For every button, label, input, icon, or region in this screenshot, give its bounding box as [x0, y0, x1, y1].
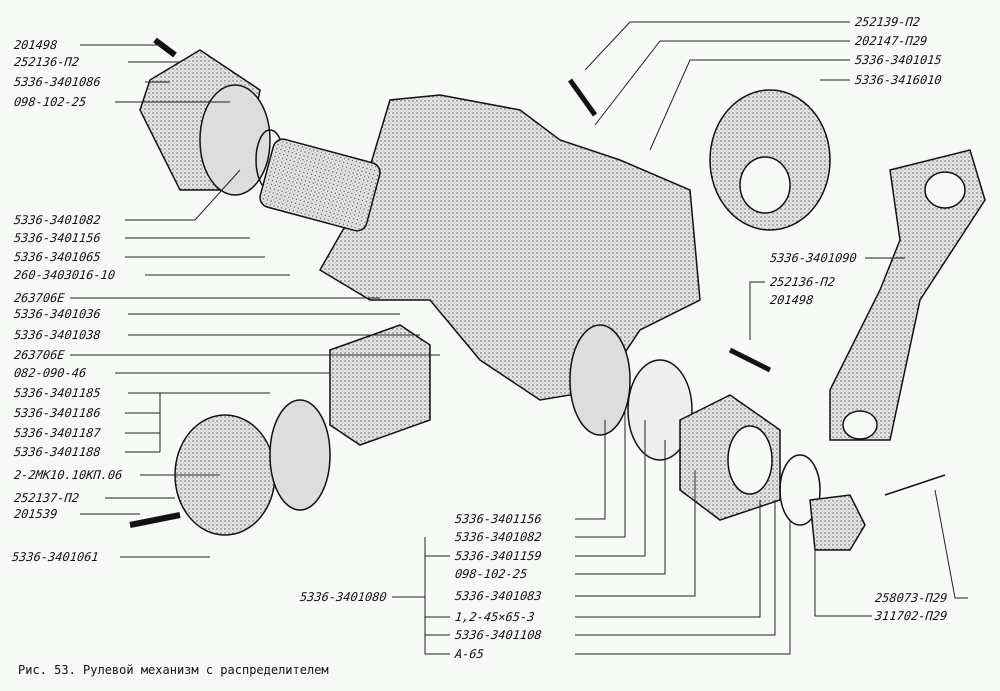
- part-label: 5336-3401061: [11, 550, 100, 564]
- part-label: 201498: [13, 38, 59, 52]
- part-label: 5336-3401065: [13, 250, 102, 264]
- bearing-right: [569, 324, 631, 436]
- part-label: 5336-3401186: [13, 406, 102, 420]
- bearing: [199, 84, 271, 196]
- figure-caption: Рис. 53. Рулевой механизм с распределите…: [18, 663, 329, 677]
- part-label: 201539: [13, 507, 59, 521]
- part-label: 098-102-25: [454, 567, 528, 581]
- part-label: 5336-3401036: [13, 307, 102, 321]
- part-label: 252136-П2: [13, 55, 80, 69]
- part-label: 202147-П29: [854, 34, 928, 48]
- part-label: 2-2МК10.10КП.06: [13, 468, 124, 482]
- part-label: 5336-3401086: [13, 75, 102, 89]
- part-label: 252137-П2: [13, 491, 80, 505]
- bolt: [153, 37, 177, 58]
- part-label: 252139-П2: [854, 15, 921, 29]
- part-label: 263706Е: [13, 348, 66, 362]
- piston-nut: [329, 324, 431, 446]
- bolt: [567, 78, 598, 117]
- part-label: 5336-3401185: [13, 386, 102, 400]
- part-label: 082-090-46: [13, 366, 87, 380]
- part-label: 5336-3401080: [299, 590, 388, 604]
- part-label: А-65: [454, 647, 485, 661]
- part-label: 258073-П29: [874, 591, 948, 605]
- castle-nut: [809, 494, 866, 551]
- part-label: 098-102-25: [13, 95, 87, 109]
- part-label: 5336-3401082: [13, 213, 102, 227]
- cotter-pin: [884, 474, 946, 496]
- part-label: 5336-3401159: [454, 549, 543, 563]
- part-label: 5336-3401090: [769, 251, 858, 265]
- part-label: 263706Е: [13, 291, 66, 305]
- part-label: 5336-3401083: [454, 589, 543, 603]
- leader-lines: [70, 21, 968, 655]
- part-label: 5336-3416010: [854, 73, 943, 87]
- part-label: 1,2-45×65-3: [454, 610, 536, 624]
- part-label: 5336-3401015: [854, 53, 943, 67]
- part-label: 252136-П2: [769, 275, 836, 289]
- bolt: [129, 512, 181, 528]
- part-label: 311702-П29: [874, 609, 948, 623]
- sector-shaft: [259, 138, 381, 232]
- part-label: 5336-3401038: [13, 328, 102, 342]
- part-label: 5336-3401108: [454, 628, 543, 642]
- part-label: 5336-3401156: [13, 231, 102, 245]
- part-label: 5336-3401188: [13, 445, 102, 459]
- pitman-arm: [829, 149, 986, 441]
- part-label: 5336-3401156: [454, 512, 543, 526]
- part-label: 260-3403016-10: [13, 268, 116, 282]
- gearbox-housing: [318, 94, 701, 401]
- part-label: 5336-3401082: [454, 530, 543, 544]
- part-label: 201498: [769, 293, 815, 307]
- part-label: 5336-3401187: [13, 426, 102, 440]
- bolt: [728, 347, 772, 373]
